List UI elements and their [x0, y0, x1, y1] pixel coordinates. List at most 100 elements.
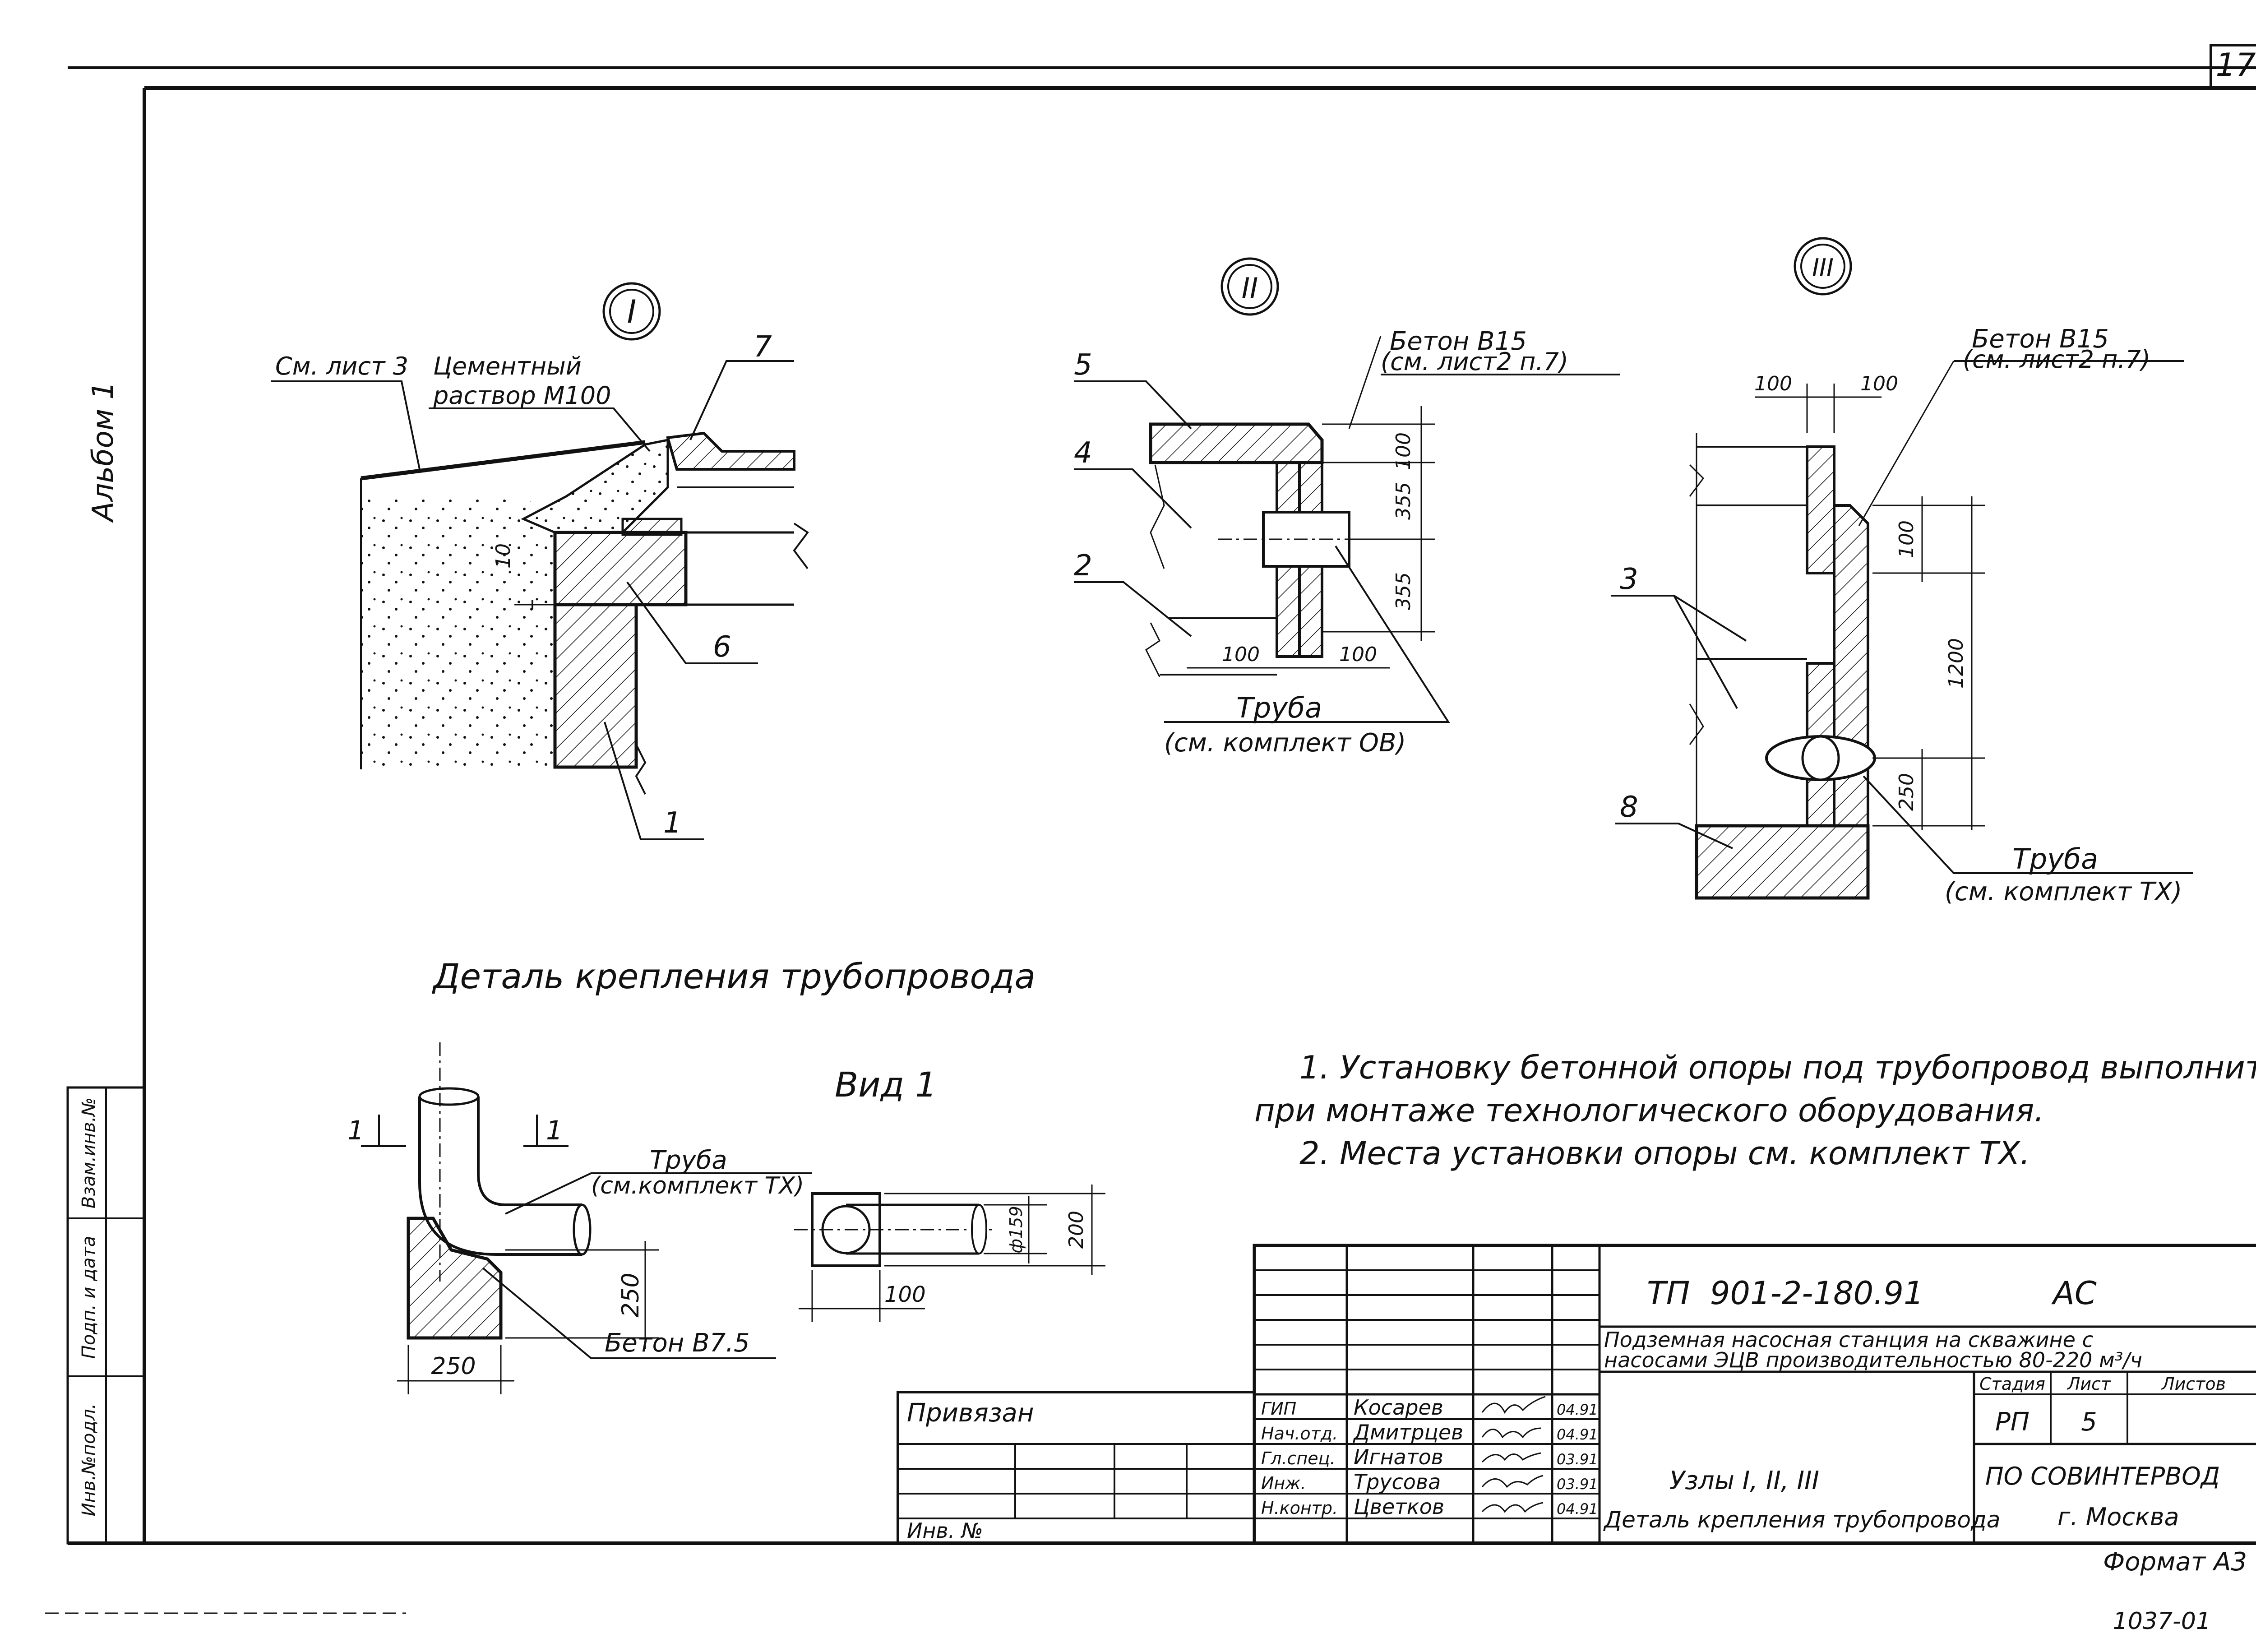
detail-2-pipe-2: (см. комплект ОВ) — [1164, 728, 1406, 758]
detail-3-marker — [1794, 237, 1852, 296]
dim-100: 100 — [884, 1282, 926, 1307]
signature — [1481, 1502, 1544, 1513]
project-code: ТП 901-2-180.91 — [1647, 1275, 1924, 1312]
view-title: Вид 1 — [835, 1064, 937, 1105]
signer-role: Гл.спец. — [1261, 1448, 1336, 1468]
signature — [1481, 1396, 1546, 1414]
wall-3-upper — [1806, 445, 1835, 574]
detail-2-concrete-2: (см. лист2 п.7) — [1381, 347, 1568, 376]
pipe-detail-pipe-2: (см.комплект ТХ) — [591, 1172, 804, 1199]
dim-100-a: 100 — [1754, 372, 1792, 395]
signer-row: Гл.спец. Игнатов 03.91 — [1261, 1445, 1598, 1469]
title-block: Привязан Инв. № ТП 901-2-180.91 АС Подзе… — [897, 1244, 2256, 1577]
leader-8: 8 — [1620, 791, 1638, 824]
pipe-detail: Деталь крепления трубопровода Вид 1 1 1 … — [347, 956, 1105, 1394]
note-line-1: 1. Установку бетонной опоры под трубопро… — [1299, 1049, 2256, 1086]
leader-6: 6 — [713, 630, 731, 664]
sheet-frame: 1 7 Альбом 1 1037-01 — [45, 44, 2256, 1635]
leader-4: 4 — [1074, 436, 1092, 470]
org-line-2: г. Москва — [2057, 1503, 2179, 1531]
signer-role: Нач.отд. — [1261, 1424, 1338, 1444]
album-label: Альбом 1 — [87, 381, 120, 523]
detail-3-concrete-2: (см. лист2 п.7) — [1963, 345, 2150, 374]
pipe-detail-pipe-1: Труба — [650, 1146, 727, 1175]
base-slab-3 — [1695, 824, 1870, 900]
dim-100-right: 100 — [1339, 643, 1377, 666]
sheet-title-2: Деталь крепления трубопровода — [1603, 1507, 2000, 1533]
signer-date: 03.91 — [1557, 1476, 1598, 1493]
dim-355-a: 355 — [1392, 482, 1415, 520]
dim-200: 200 — [1065, 1211, 1088, 1249]
pipe-detail-title: Деталь крепления трубопровода — [432, 956, 1036, 996]
side-stamp-label-replace: Взам.инв.№ — [79, 1097, 99, 1208]
sheet-no-value: 5 — [2081, 1407, 2097, 1437]
soil-fill — [361, 496, 555, 769]
signer-role: Н.контр. — [1261, 1498, 1338, 1518]
support-concrete-label: Бетон В7.5 — [605, 1328, 750, 1358]
concrete-support — [407, 1217, 503, 1340]
sheet-title-1: Узлы I, II, III — [1669, 1466, 1819, 1495]
signer-date: 04.91 — [1557, 1500, 1598, 1518]
bottom-code: 1037-01 — [2113, 1608, 2211, 1635]
signer-name: Дмитрцев — [1353, 1420, 1463, 1444]
inv-label: Инв. № — [907, 1518, 983, 1543]
wall-block — [553, 603, 638, 769]
side-stamp-label-inv: Инв.№подл. — [79, 1403, 99, 1517]
detail-2-pipe-1: Труба — [1236, 691, 1322, 724]
signer-role: ГИП — [1261, 1399, 1296, 1419]
leader-5: 5 — [1074, 348, 1092, 382]
signature — [1481, 1452, 1541, 1463]
detail-2-marker-label: II — [1242, 272, 1258, 305]
leader-1: 1 — [663, 806, 682, 840]
note-line-2: при монтаже технологического оборудовани… — [1254, 1092, 2044, 1129]
dim-1200: 1200 — [1945, 638, 1968, 689]
dim-250: 250 — [1895, 773, 1918, 811]
detail-1-marker — [602, 282, 661, 341]
signer-date: 04.91 — [1557, 1426, 1598, 1443]
stage-label: Стадия — [1979, 1374, 2045, 1394]
detail-1: I См. лист 3 Цементный раствор М100 7 6 … — [271, 282, 809, 840]
leader-7: 7 — [754, 330, 772, 364]
signer-row: Нач.отд. Дмитрцев 04.91 — [1261, 1420, 1598, 1444]
signer-date: 04.91 — [1557, 1401, 1598, 1418]
ref-sheet-label: См. лист 3 — [275, 352, 408, 380]
signer-date: 03.91 — [1557, 1451, 1598, 1468]
section-mark-a: 1 — [347, 1115, 364, 1146]
note-line-3: 2. Места установки опоры см. комплект ТХ… — [1299, 1135, 2030, 1172]
notes: 1. Установку бетонной опоры под трубопро… — [1254, 1049, 2256, 1172]
dim-10: 10 — [492, 543, 515, 569]
detail-3-concrete-1: Бетон В15 — [1972, 324, 2109, 354]
tied-label: Привязан — [907, 1398, 1034, 1428]
slab-block — [553, 531, 688, 606]
detail-2: II 100 355 355 100 100 Бетон В15 (см. ли… — [1074, 257, 1620, 758]
object-line-2: насосами ЭЦВ производительностью 80-220 … — [1604, 1348, 2142, 1372]
section-mark-b: 1 — [546, 1115, 563, 1146]
sheet-format: Формат А3 — [2103, 1547, 2247, 1577]
leader-2: 2 — [1074, 549, 1092, 583]
dim-diameter: ф159 — [1006, 1206, 1026, 1253]
dim-355-b: 355 — [1392, 572, 1415, 610]
signer-role: Инж. — [1261, 1473, 1306, 1493]
dim-100-left: 100 — [1222, 643, 1260, 666]
dim-100-top: 100 — [1392, 432, 1415, 470]
dim-250-h: 250 — [431, 1353, 476, 1380]
detail-2-concrete-1: Бетон В15 — [1390, 327, 1527, 356]
stage-value: РП — [1995, 1407, 2029, 1437]
signature — [1481, 1427, 1541, 1439]
detail-3-marker-label: III — [1812, 254, 1834, 282]
dim-250-v: 250 — [617, 1273, 644, 1317]
mortar-label-1: Цементный — [433, 352, 582, 380]
signer-row: ГИП Косарев 04.91 — [1261, 1395, 1598, 1420]
signer-row: Н.контр. Цветков 04.91 — [1261, 1495, 1598, 1519]
org-line-1: ПО СОВИНТЕРВОД — [1985, 1462, 2220, 1490]
slab-2 — [1149, 422, 1324, 464]
side-stamp-label-sign: Подп. и дата — [79, 1236, 99, 1359]
dim-100-b: 100 — [1860, 372, 1898, 395]
sheets-label: Листов — [2161, 1374, 2226, 1394]
signer-name: Косарев — [1354, 1395, 1443, 1420]
detail-1-marker-label: I — [627, 293, 637, 330]
signer-name: Цветков — [1354, 1495, 1444, 1519]
side-stamp: Взам.инв.№ Подп. и дата Инв.№подл. — [66, 1086, 146, 1545]
signature — [1481, 1475, 1544, 1488]
